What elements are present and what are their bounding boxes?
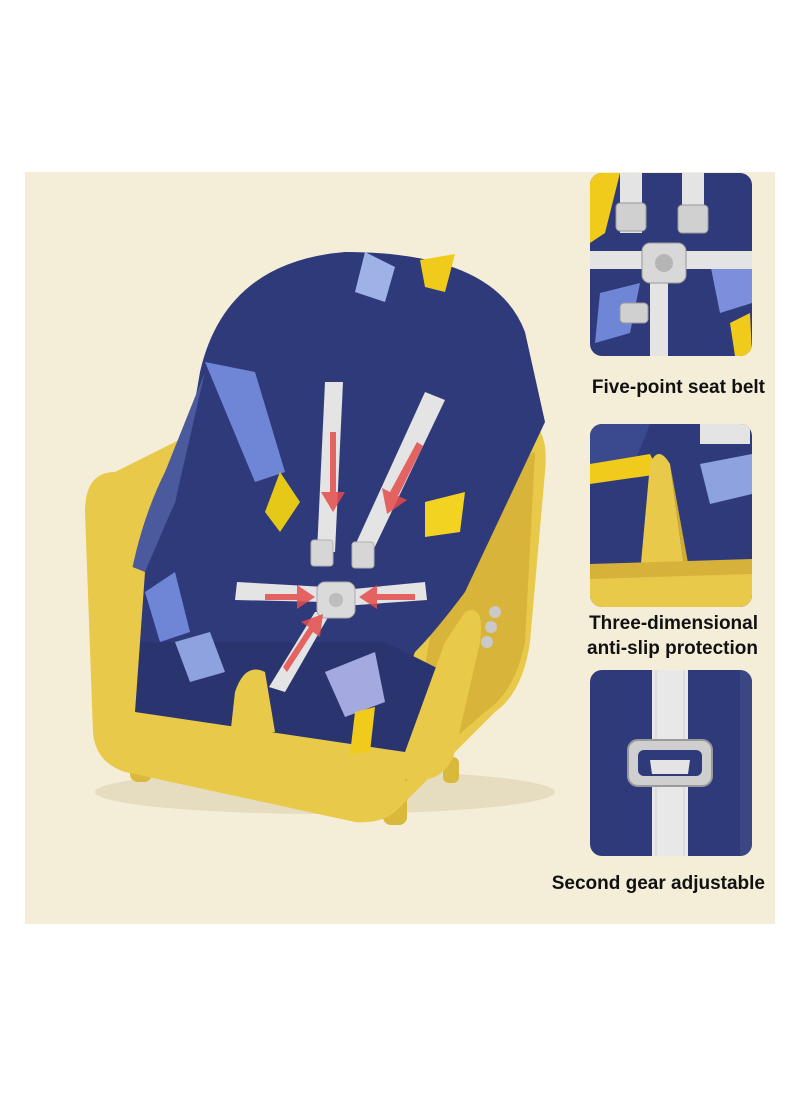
feature-caption-gear-adjustable: Second gear adjustable: [551, 873, 765, 894]
feature-caption-anti-slip-line2: anti-slip protection: [587, 638, 758, 659]
booster-seat-illustration: [85, 252, 555, 825]
feature-caption-seat-belt: Five-point seat belt: [591, 377, 765, 398]
strap-adjuster-closeup-image: [590, 670, 752, 856]
seat-belt-closeup-image: [590, 173, 752, 356]
feature-caption-anti-slip-line1: Three-dimensional: [589, 613, 758, 634]
anti-slip-closeup-image: [590, 424, 752, 607]
